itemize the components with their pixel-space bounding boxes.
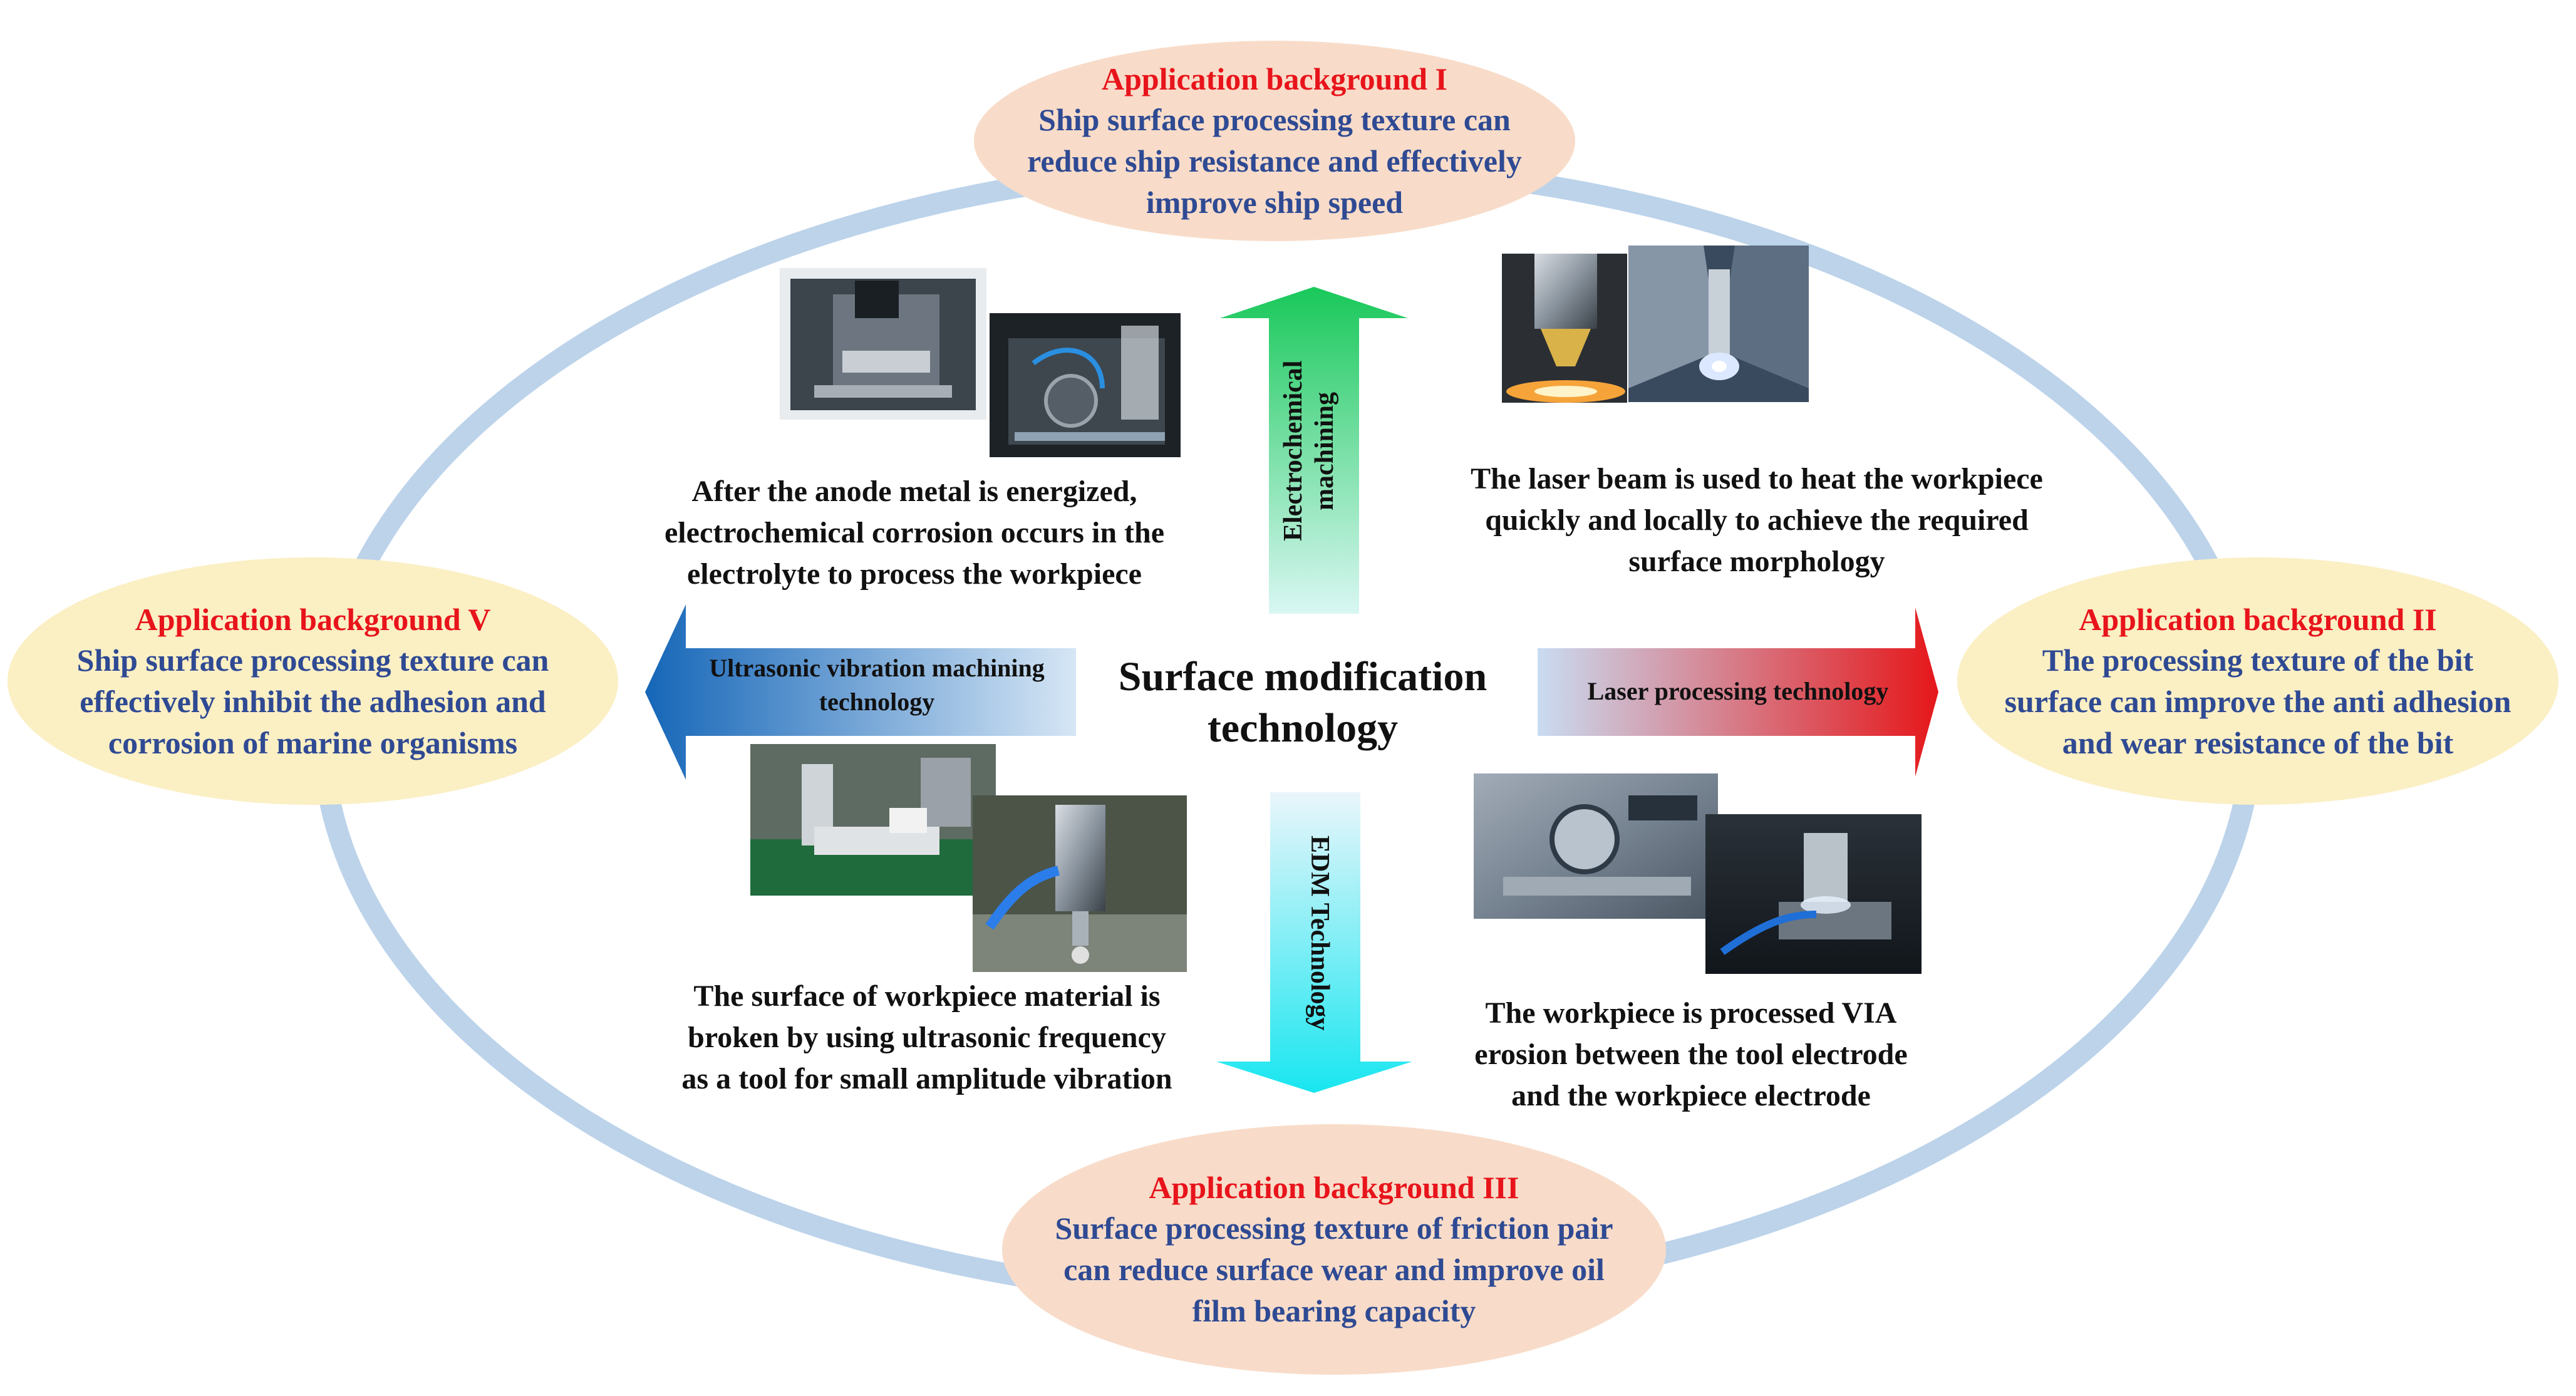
arrow-right-laser (1538, 608, 1938, 777)
arrow-label-laser: Laser processing technology (1587, 677, 1889, 705)
center-title: Surface modification technology (1077, 651, 1528, 754)
application-background-2: Application background II The processing… (1957, 557, 2558, 805)
arrow-down-edm (1216, 792, 1412, 1093)
arrow-label-edm: EDM Technology (1305, 835, 1334, 1031)
arrow-label-ultrasonic-line: Ultrasonic vibration machining (709, 654, 1045, 682)
application-background-3-line: film bearing capacity (1192, 1293, 1476, 1328)
description-line: After the anode metal is energized, (691, 475, 1137, 508)
application-background-5-title: Application background V (135, 601, 491, 637)
photo-ultrasonic-tool (973, 795, 1187, 972)
arrow-label-ultrasonic-line: technology (819, 688, 935, 716)
photo-ultrasonic-machine (750, 744, 996, 896)
application-background-3-line: can reduce surface wear and improve oil (1063, 1252, 1605, 1287)
application-background-1-line: Ship surface processing texture can (1038, 102, 1511, 137)
description-line: surface morphology (1628, 545, 1885, 578)
application-background-3-title: Application background III (1149, 1170, 1519, 1205)
description-line: and the workpiece electrode (1511, 1079, 1871, 1112)
photo-laser-machine (1628, 246, 1809, 402)
photo-laser-head (1502, 254, 1627, 403)
description-line: electrochemical corrosion occurs in the (665, 516, 1164, 549)
description-line: broken by using ultrasonic frequency (688, 1021, 1166, 1054)
arrow-up-electrochemical (1220, 287, 1408, 614)
photo-edm-machine (1474, 773, 1718, 919)
application-background-2-line: The processing texture of the bit (2042, 642, 2474, 678)
application-background-1-title: Application background I (1101, 61, 1448, 96)
application-background-1: Application background I Ship surface pr… (974, 41, 1575, 241)
description-edm: The workpiece is processed VIA erosion b… (1378, 993, 2004, 1117)
application-background-1-line: reduce ship resistance and effectively (1027, 143, 1522, 178)
photo-electrochemical-machine (780, 268, 986, 420)
description-electrochemical: After the anode metal is energized, elec… (589, 471, 1240, 595)
description-line: as a tool for small amplitude vibration (681, 1062, 1172, 1095)
application-background-3: Application background III Surface proce… (1002, 1124, 1666, 1375)
description-line: The surface of workpiece material is (693, 980, 1161, 1013)
application-background-5-line: effectively inhibit the adhesion and (80, 683, 546, 719)
center-title-line: Surface modification (1118, 654, 1487, 700)
description-line: electrolyte to process the workpiece (687, 557, 1142, 591)
description-line: quickly and locally to achieve the requi… (1485, 504, 2029, 537)
arrow-left-ultrasonic (645, 604, 1076, 780)
photo-electrochemical-cell (990, 313, 1181, 457)
application-background-3-line: Surface processing texture of friction p… (1055, 1211, 1613, 1246)
photo-edm-electrode (1705, 814, 1922, 974)
description-line: The workpiece is processed VIA (1485, 996, 1897, 1030)
description-line: erosion between the tool electrode (1474, 1038, 1908, 1071)
arrow-label-ultrasonic: Ultrasonic vibration machining technolog… (658, 651, 1096, 719)
application-background-2-line: surface can improve the anti adhesion (2004, 683, 2511, 719)
application-background-2-title: Application background II (2079, 601, 2437, 637)
arrow-label-electrochemical: Electrochemical machining (1279, 360, 1339, 542)
description-ultrasonic: The surface of workpiece material is bro… (601, 976, 1253, 1100)
application-background-2-line: and wear resistance of the bit (2062, 725, 2454, 760)
application-background-5: Application background V Ship surface pr… (8, 557, 618, 805)
description-line: The laser beam is used to heat the workp… (1471, 462, 2043, 495)
application-background-5-line: corrosion of marine organisms (108, 725, 518, 760)
application-background-5-line: Ship surface processing texture can (76, 642, 549, 678)
center-title-line: technology (1207, 705, 1399, 751)
description-laser: The laser beam is used to heat the workp… (1403, 458, 2111, 582)
application-background-1-line: improve ship speed (1146, 185, 1404, 220)
